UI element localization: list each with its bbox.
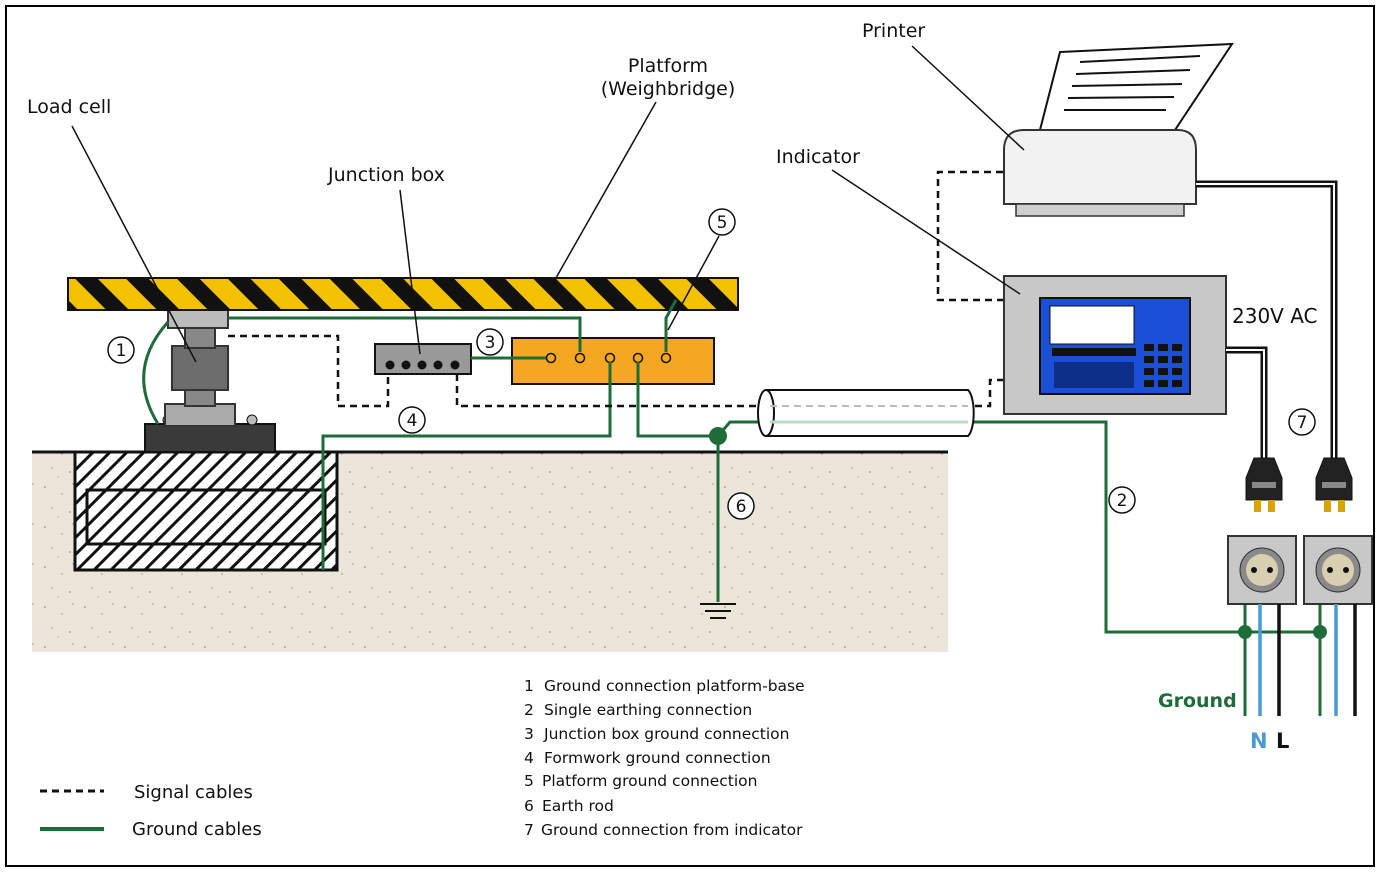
list-text-6: Earth rod — [542, 797, 614, 815]
load-cell — [164, 307, 236, 427]
earth-symbol — [700, 603, 736, 619]
power-cables — [1196, 180, 1338, 460]
socket-left — [1227, 535, 1297, 605]
plug-indicator — [1245, 457, 1283, 512]
list-num-2: 2 — [524, 701, 534, 719]
list-text-5: Platform ground connection — [542, 772, 757, 790]
list-num-3: 3 — [524, 725, 534, 743]
ground-cables — [142, 299, 1322, 716]
label-platform: Platform — [628, 55, 708, 77]
callout-list: 1 Ground connection platform-base 2 Sing… — [524, 677, 805, 839]
printer-device — [1003, 42, 1234, 217]
ground-terminal-bar — [511, 337, 715, 385]
mains-wires — [1258, 604, 1357, 716]
label-platform-sub: (Weighbridge) — [601, 78, 736, 100]
indicator-device — [1003, 275, 1227, 415]
list-num-4: 4 — [524, 749, 534, 767]
callout-5: 5 — [717, 213, 728, 233]
callout-2: 2 — [1117, 491, 1128, 511]
foundation — [73, 450, 339, 572]
label-neutral: N — [1250, 729, 1268, 753]
callout-1: 1 — [116, 341, 127, 361]
callout-7: 7 — [1297, 413, 1308, 433]
label-ground: Ground — [1158, 690, 1237, 712]
list-num-5: 5 — [524, 772, 534, 790]
list-num-1: 1 — [524, 677, 534, 695]
label-printer: Printer — [862, 20, 925, 42]
list-text-3: Junction box ground connection — [543, 725, 789, 743]
label-junction-box: Junction box — [327, 164, 445, 186]
legend-signal-label: Signal cables — [134, 782, 253, 803]
base-plate — [144, 423, 276, 453]
leader-lines — [71, 45, 1025, 363]
diagram-frame — [5, 5, 1375, 867]
list-text-2: Single earthing connection — [544, 701, 752, 719]
list-num-7: 7 — [524, 821, 534, 839]
legend: Signal cables Ground cables — [40, 782, 262, 840]
legend-ground-label: Ground cables — [132, 819, 262, 840]
callout-3: 3 — [485, 333, 496, 353]
label-voltage: 230V AC — [1232, 304, 1318, 328]
label-load-cell: Load cell — [27, 96, 111, 118]
callout-circles — [107, 208, 1316, 520]
list-text-1: Ground connection platform-base — [544, 677, 805, 695]
platform-weighbridge — [67, 277, 739, 311]
signal-cables — [228, 170, 1004, 408]
list-text-4: Formwork ground connection — [544, 749, 771, 767]
callout-4: 4 — [407, 411, 418, 431]
list-text-7: Ground connection from indicator — [541, 821, 803, 839]
earth-junction-dot — [709, 427, 727, 445]
label-indicator: Indicator — [776, 146, 860, 168]
list-num-6: 6 — [524, 797, 534, 815]
junction-box — [374, 343, 472, 375]
cable-conduit — [757, 389, 975, 437]
socket-right — [1303, 535, 1373, 605]
label-live: L — [1276, 729, 1289, 753]
plug-printer — [1315, 457, 1353, 512]
callout-6: 6 — [736, 497, 747, 517]
